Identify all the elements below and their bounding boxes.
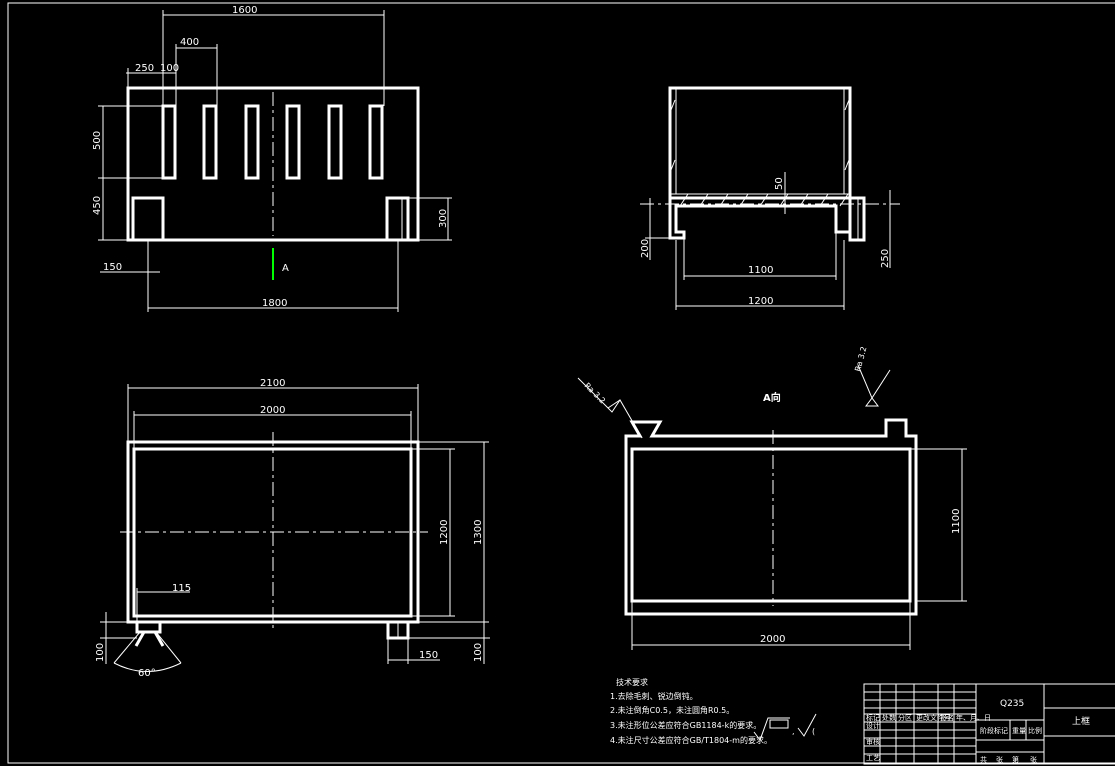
front-slot bbox=[202, 104, 218, 180]
front-slot bbox=[244, 104, 260, 180]
top-dim-right-height: 100 bbox=[473, 643, 484, 662]
side-view: 50 200 1100 1200 250 bbox=[640, 86, 900, 310]
front-slot bbox=[368, 104, 384, 180]
angle-arc bbox=[113, 662, 182, 672]
tb-header: 标记 bbox=[866, 713, 880, 722]
side-dim-leg-height: 200 bbox=[640, 239, 651, 258]
dim-base-width: 1800 bbox=[262, 298, 287, 309]
dim-left-offset: 250 bbox=[135, 63, 154, 74]
tb-scale-label: 比例 bbox=[1028, 726, 1042, 735]
side-dim-inner-width: 1100 bbox=[748, 265, 773, 276]
view-a-dim-width: 2000 bbox=[760, 634, 785, 645]
tb-sheet-label: 张 bbox=[1030, 755, 1037, 764]
front-view: A 1600 400 250 100 500 450 300 150 1800 bbox=[92, 5, 452, 312]
tb-sheet-label: 第 bbox=[1012, 755, 1019, 764]
title-block: 标记 处数 分区 更改文件号 签名 年、月、日 设计 审核 工艺 Q235 阶段… bbox=[863, 683, 1115, 765]
view-a-inner-outline bbox=[630, 447, 912, 603]
roughness-left-label: Ra 3.2 bbox=[583, 381, 607, 405]
top-dim-inner-depth: 1200 bbox=[439, 520, 450, 545]
section-arrow-label: A bbox=[282, 263, 289, 274]
top-dim-left-height: 100 bbox=[95, 643, 106, 662]
tb-sheet-label: 张 bbox=[996, 755, 1003, 764]
top-dim-angle: 60° bbox=[138, 668, 156, 679]
tech-req-item: 2.未注倒角C0.5，未注圆角R0.5。 bbox=[610, 705, 734, 715]
tb-row-label: 审核 bbox=[866, 737, 880, 746]
front-slot bbox=[161, 104, 177, 180]
side-dim-foot-height: 250 bbox=[880, 249, 891, 268]
dim-slot-height: 500 bbox=[92, 131, 103, 150]
side-dim-outer-width: 1200 bbox=[748, 296, 773, 307]
top-dim-foot-offset: 115 bbox=[172, 583, 191, 594]
tb-header: 更改文件号 bbox=[916, 713, 951, 722]
front-right-foot bbox=[385, 196, 410, 240]
front-slot bbox=[285, 104, 301, 180]
tb-header: 签名 bbox=[940, 713, 954, 722]
front-left-foot bbox=[131, 196, 165, 240]
tech-req-item: 1.去除毛刺、锐边倒钝。 bbox=[610, 691, 698, 701]
roughness-right-label: Ra 3.2 bbox=[853, 345, 868, 372]
side-right-foot bbox=[848, 196, 866, 242]
title-block-frame bbox=[863, 683, 1115, 765]
top-left-foot bbox=[135, 622, 162, 634]
view-a: A向 Ra 3.2 Ra 3.2 1100 2000 bbox=[577, 345, 967, 650]
roughness-symbol-left: Ra 3.2 bbox=[577, 377, 643, 439]
dim-top-width: 1600 bbox=[232, 5, 257, 16]
tb-stage-label: 阶段标记 bbox=[980, 726, 1008, 735]
tb-header: 分区 bbox=[898, 713, 912, 722]
top-dim-outer-width: 2100 bbox=[260, 378, 285, 389]
side-hatching bbox=[670, 99, 850, 207]
tb-weight-label: 重量 bbox=[1012, 727, 1026, 735]
dim-slot-width: 100 bbox=[160, 63, 179, 74]
dim-slot-pitch: 400 bbox=[180, 37, 199, 48]
top-view: 60° 2100 2000 1200 1300 115 100 150 100 bbox=[95, 378, 490, 679]
tb-header: 处数 bbox=[882, 713, 896, 722]
front-slot bbox=[327, 104, 343, 180]
tech-req-title: 技术要求 bbox=[616, 677, 648, 687]
side-upper-box bbox=[668, 86, 852, 200]
tb-header: 年、月、日 bbox=[956, 713, 991, 722]
tb-sheet-label: 共 bbox=[980, 755, 987, 764]
view-a-dim-height: 1100 bbox=[951, 509, 962, 534]
top-dim-inner-width: 2000 bbox=[260, 405, 285, 416]
tb-row-label: 设计 bbox=[866, 721, 880, 730]
side-dim-shelf: 50 bbox=[774, 177, 785, 190]
svg-text:(: ( bbox=[812, 727, 815, 736]
top-dim-outer-depth: 1300 bbox=[473, 520, 484, 545]
tb-material: Q235 bbox=[1000, 699, 1024, 709]
dim-foot-height: 300 bbox=[438, 209, 449, 228]
tech-req-item: 4.未注尺寸公差应符合GB/T1804-m的要求。 bbox=[610, 735, 772, 745]
dim-foot-width: 150 bbox=[103, 262, 122, 273]
top-dim-foot-width: 150 bbox=[419, 650, 438, 661]
sheet-border bbox=[7, 2, 1115, 764]
dim-lower-height: 450 bbox=[92, 196, 103, 215]
tech-req-item: 3.未注形位公差应符合GB1184-k的要求。 bbox=[610, 720, 761, 730]
tb-row-label: 工艺 bbox=[866, 754, 880, 762]
svg-text:,: , bbox=[792, 727, 795, 736]
side-frame bbox=[668, 198, 852, 240]
technical-requirements: 技术要求 1.去除毛刺、锐边倒钝。 2.未注倒角C0.5，未注圆角R0.5。 3… bbox=[610, 677, 817, 745]
view-a-title: A向 bbox=[763, 391, 781, 404]
roughness-symbol-right: Ra 3.2 bbox=[853, 345, 891, 407]
roughness-general-symbol: , ( bbox=[753, 713, 817, 742]
tb-part-name: 上框 bbox=[1072, 715, 1090, 727]
view-a-outer-outline bbox=[624, 418, 918, 616]
